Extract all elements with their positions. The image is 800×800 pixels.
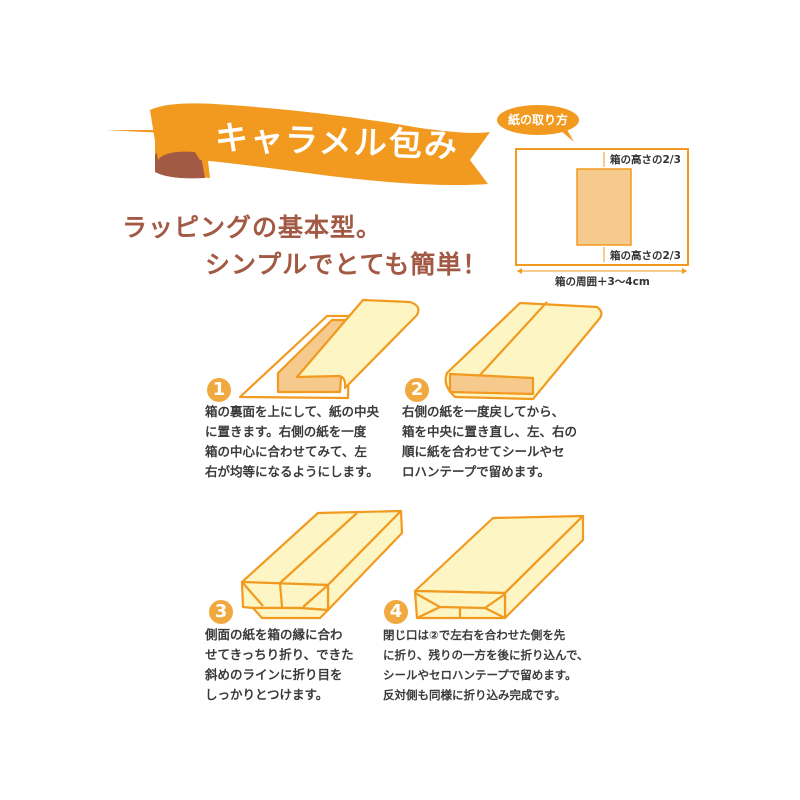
step-line: 側面の紙を箱の縁に合わ [205, 627, 343, 642]
step-line: シールやセロハンテープで留めます。 [383, 668, 577, 682]
step-4-text: 閉じ口は②で左右を合わせた側を先 に折り、残りの一方を後に折り込んで、 シールや… [383, 625, 589, 705]
step-line: 箱の中心に合わせてみて、左 [205, 444, 367, 459]
top-margin-label: 箱の高さの2/3 [610, 154, 681, 166]
step-line: 反対側も同様に折り込み完成です。 [383, 688, 566, 702]
step-line: 右が均等になるようにします。 [205, 464, 379, 479]
step-line: 箱を中央に置き直し、左、右の [402, 424, 578, 439]
width-label: 箱の周囲＋3～4cm [555, 276, 650, 288]
subtitle-line-1: ラッピングの基本型。 [122, 213, 383, 242]
step-line: に折り、残りの一方を後に折り込んで、 [383, 648, 589, 662]
step-line: せてきっちり折り、できた [205, 647, 354, 662]
bottom-margin-label: 箱の高さの2/3 [610, 250, 681, 262]
step-1-text: 箱の裏面を上にして、紙の中央 に置きます。右側の紙を一度 箱の中心に合わせてみて… [205, 402, 379, 482]
step-3-text: 側面の紙を箱の縁に合わ せてきっちり折り、できた 斜めのラインに折り目を しっか… [205, 625, 354, 705]
step-line: 閉じ口は②で左右を合わせた側を先 [383, 628, 566, 642]
step-2-number: 2 [405, 378, 429, 402]
step-1-illustration [238, 298, 420, 400]
step-4-illustration [413, 514, 585, 620]
step-line: 右側の紙を一度戻してから、 [402, 404, 565, 419]
step-line: 順に紙を合わせてシールやセ [402, 444, 565, 459]
step-2-text: 右側の紙を一度戻してから、 箱を中央に置き直し、左、右の 順に紙を合わせてシール… [402, 402, 577, 482]
step-4-number: 4 [384, 600, 408, 624]
step-line: 斜めのラインに折り目を [205, 667, 343, 682]
step-3-number: 3 [209, 600, 233, 624]
step-1-number: 1 [207, 378, 231, 402]
step-line: ロハンテープで留めます。 [402, 464, 551, 479]
ribbon-banner [105, 103, 490, 185]
paper-diagram [497, 105, 689, 274]
banner-title: キャラメル包み [214, 117, 460, 166]
step-2-illustration [444, 301, 603, 401]
subtitle-line-2: シンプルでとても簡単！ [205, 250, 489, 279]
step-line: しっかりとつけます。 [205, 687, 329, 702]
step-line: に置きます。右側の紙を一度 [205, 424, 367, 439]
step-line: 箱の裏面を上にして、紙の中央 [205, 404, 380, 419]
step-3-illustration [240, 509, 404, 620]
paper-bubble-label: 紙の取り方 [507, 113, 568, 127]
